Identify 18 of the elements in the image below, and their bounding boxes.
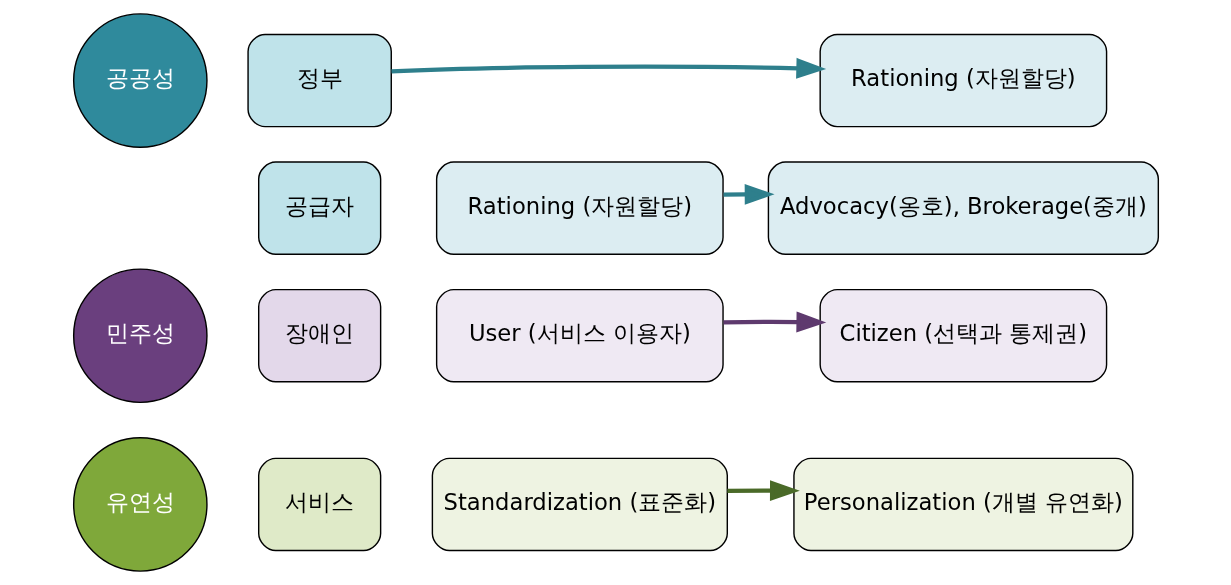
node-box: 정부 (246, 33, 392, 128)
node-circle: 공공성 (72, 13, 208, 148)
node-box: Standardization (표준화) (431, 457, 728, 552)
node-box: Rationing (자원할당) (435, 161, 724, 255)
node-box: Advocacy(옹호), Brokerage(중개) (767, 161, 1159, 255)
arrow (723, 311, 826, 333)
node-circle: 유연성 (72, 437, 208, 572)
node-box: Personalization (개별 유연화) (792, 457, 1133, 552)
arrow (723, 184, 775, 205)
node-box: 서비스 (257, 457, 381, 552)
node-box: Citizen (선택과 통제권) (818, 288, 1107, 383)
node-box: 장애인 (257, 288, 381, 383)
node-box: 공급자 (257, 161, 381, 255)
arrow (726, 480, 800, 502)
node-box: User (서비스 이용자) (435, 288, 724, 383)
node-box: Rationing (자원할당) (818, 33, 1107, 128)
node-circle: 민주성 (72, 268, 208, 404)
arrow (390, 57, 826, 79)
